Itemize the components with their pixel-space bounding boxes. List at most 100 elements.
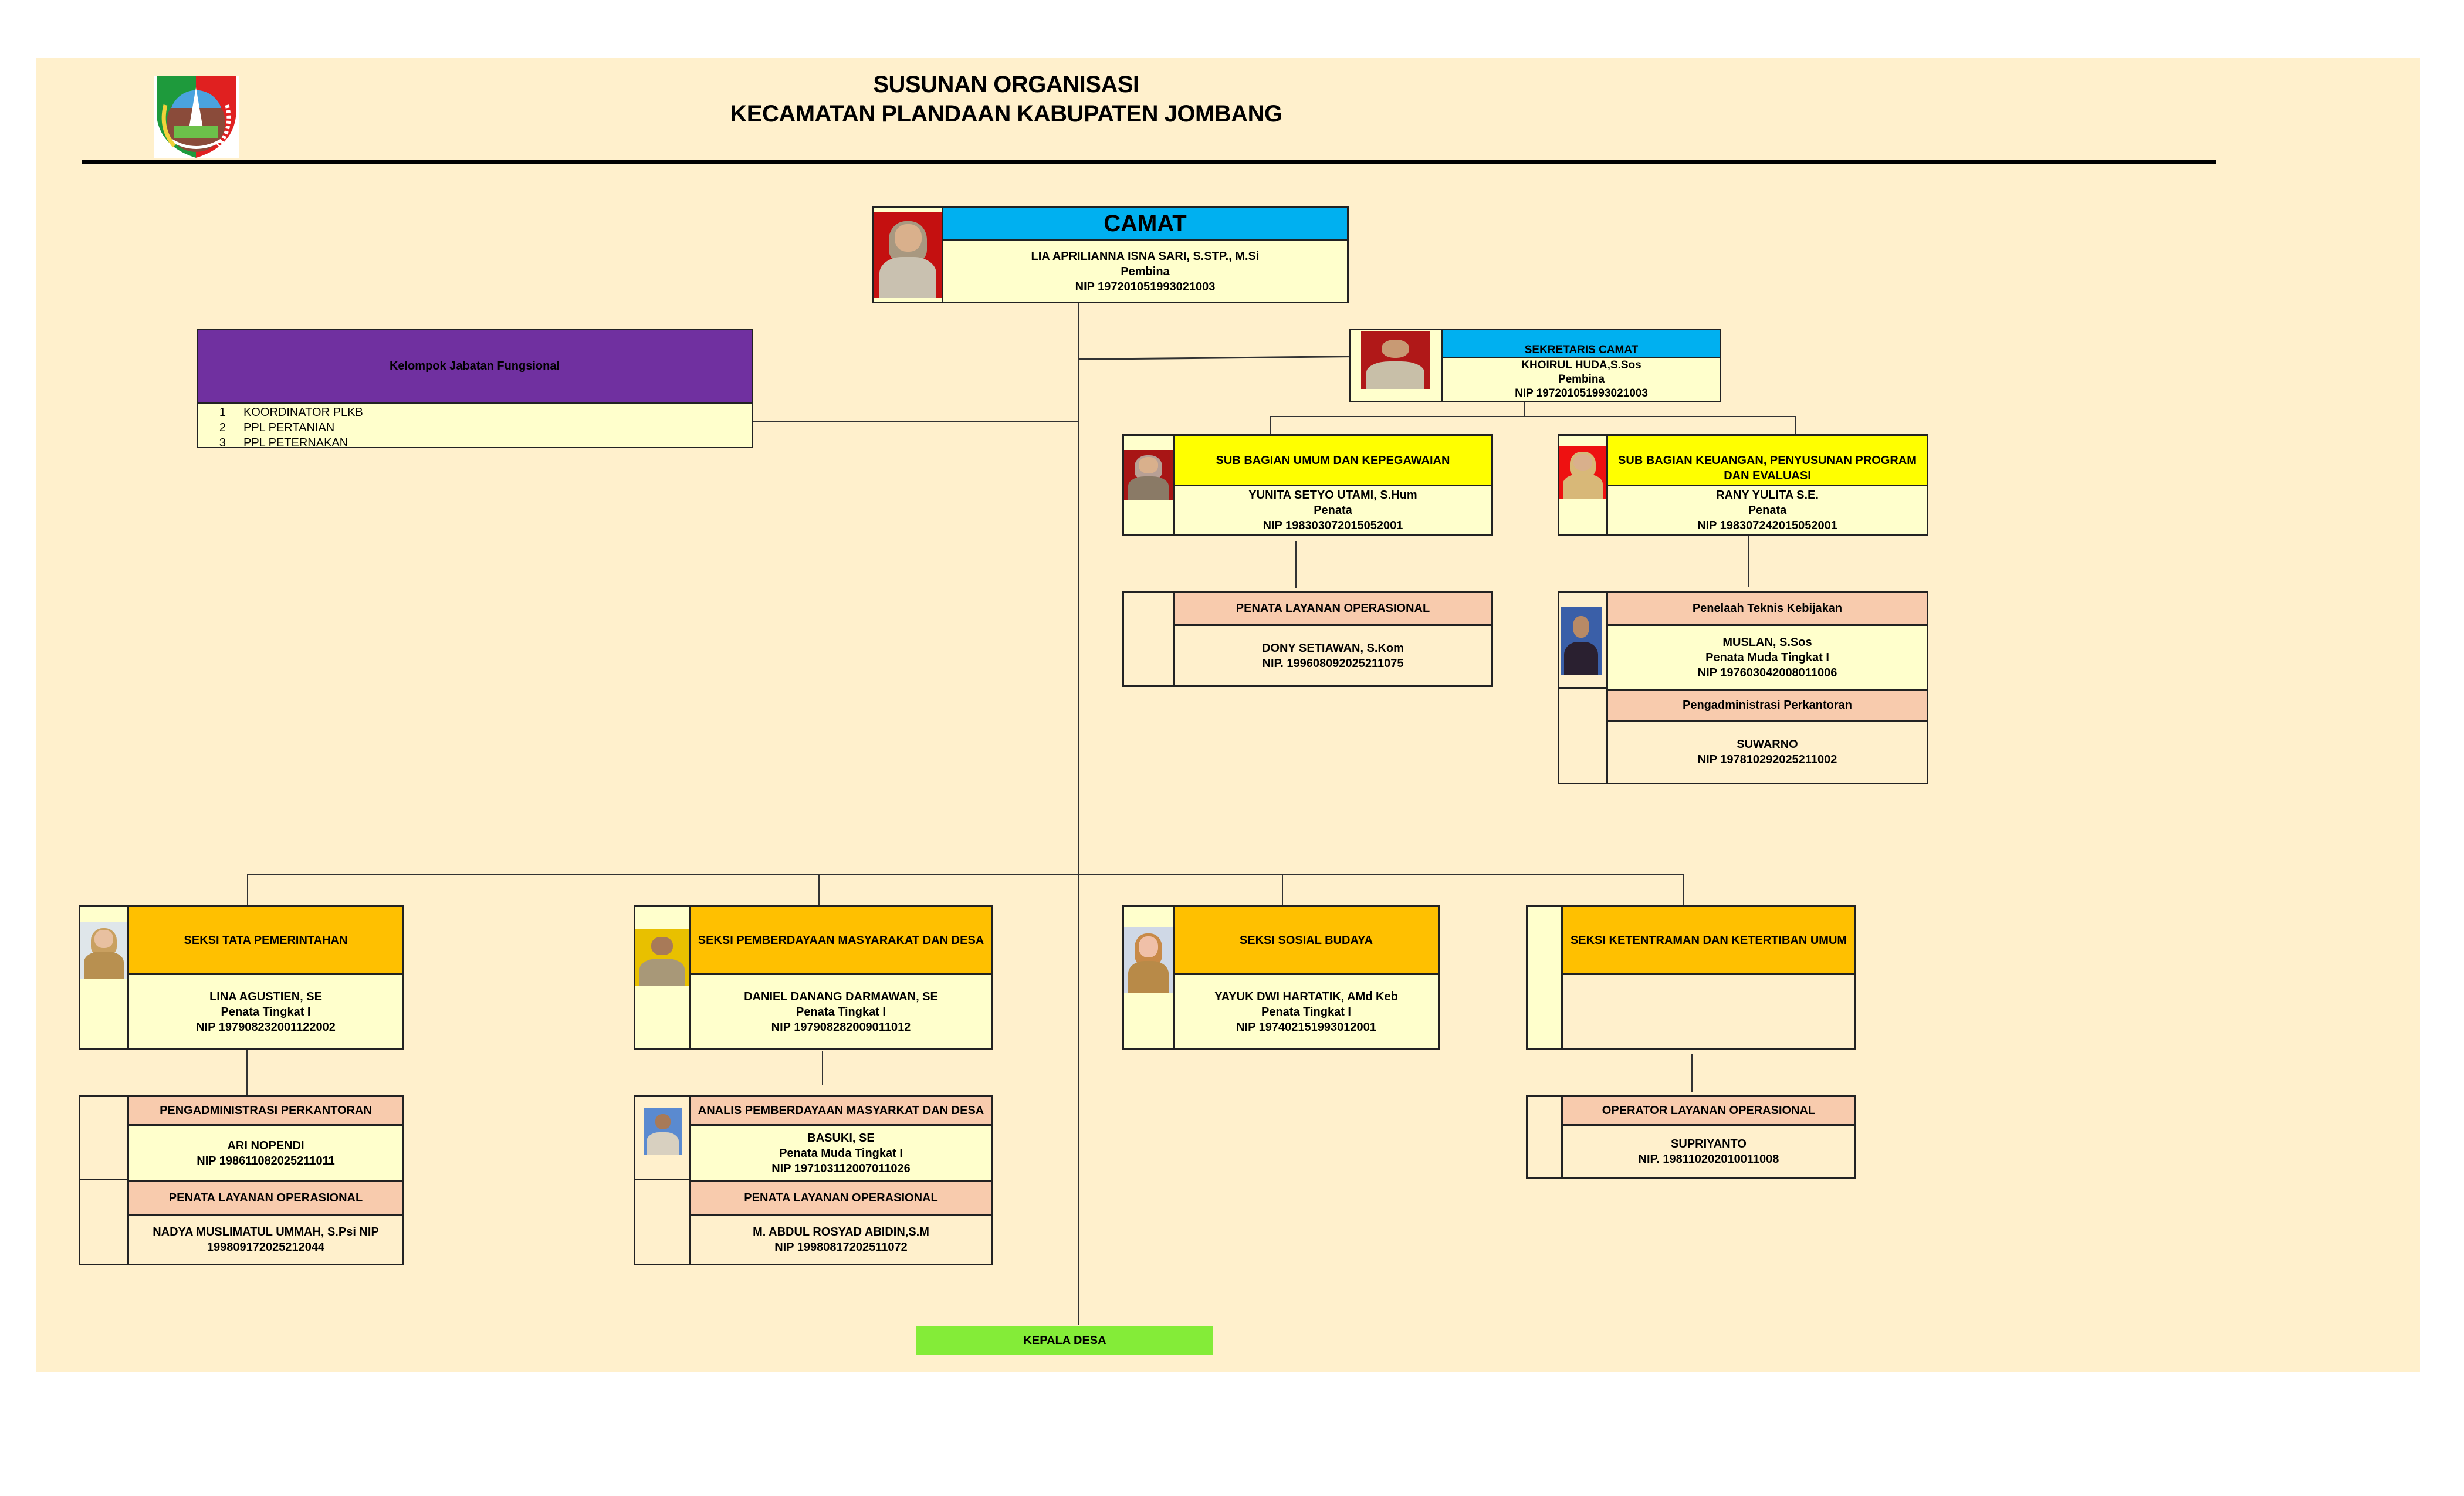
connector-trantib-staff <box>1691 1054 1693 1092</box>
seksi-sosial-box: SEKSI SOSIAL BUDAYA YAYUK DWI HARTATIK, … <box>1122 905 1440 1050</box>
subbag-keuangan-rank: Penata <box>1748 504 1787 517</box>
camat-photo <box>874 212 942 298</box>
seksi-tata-box: SEKSI TATA PEMERINTAHAN LINA AGUSTIEN, S… <box>79 905 404 1050</box>
pmd-staff1-rank: Penata Muda Tingkat I <box>779 1146 903 1160</box>
connector-seksi-pmd <box>818 874 820 905</box>
sekretaris-photo <box>1361 331 1430 389</box>
seksi-tata-photo <box>80 922 127 979</box>
sekretaris-rank: Pembina <box>1558 373 1605 385</box>
umum-staff-title: PENATA LAYANAN OPERASIONAL <box>1175 593 1491 624</box>
subbag-keuangan-nip: NIP 198307242015052001 <box>1697 519 1837 532</box>
pmd-staff2-title: PENATA LAYANAN OPERASIONAL <box>691 1180 991 1214</box>
keuangan-staff-box: Penelaah Teknis Kebijakan MUSLAN, S.Sos … <box>1558 591 1928 784</box>
connector-seksi-sosial <box>1282 874 1283 905</box>
umum-staff-name: DONY SETIAWAN, S.Kom <box>1262 641 1404 655</box>
seksi-sosial-name: YAYUK DWI HARTATIK, AMd Keb <box>1214 990 1398 1003</box>
connector-subbag-horizontal <box>1270 416 1795 417</box>
tata-staff2-name: NADYA MUSLIMATUL UMMAH, S.Psi NIP <box>153 1226 379 1238</box>
seksi-tata-rank: Penata Tingkat I <box>221 1005 311 1018</box>
connector-seksi-tata <box>247 874 248 905</box>
seksi-sosial-rank: Penata Tingkat I <box>1261 1005 1351 1018</box>
seksi-tata-name: LINA AGUSTIEN, SE <box>209 990 322 1003</box>
seksi-sosial-photo <box>1124 927 1173 993</box>
subbag-umum-rank: Penata <box>1314 504 1352 517</box>
connector-sekretaris-down <box>1524 402 1525 417</box>
trantib-staff-name: SUPRIYANTO <box>1671 1137 1747 1150</box>
connector-seksi-trantib <box>1683 874 1684 905</box>
tata-staff-box: PENGADMINISTRASI PERKANTORAN ARI NOPENDI… <box>79 1095 404 1265</box>
trantib-staff-title: OPERATOR LAYANAN OPERASIONAL <box>1563 1097 1854 1124</box>
tata-staff1-nip: NIP 198611082025211011 <box>197 1154 335 1167</box>
sekretaris-title: SEKRETARIS CAMAT <box>1443 330 1720 357</box>
keuangan-staff1-name: MUSLAN, S.Sos <box>1722 635 1812 649</box>
seksi-sosial-title: SEKSI SOSIAL BUDAYA <box>1175 907 1438 973</box>
subbag-keuangan-title: SUB BAGIAN KEUANGAN, PENYUSUNAN PROGRAM … <box>1608 436 1927 485</box>
keuangan-staff1-nip: NIP 197603042008011006 <box>1697 666 1837 679</box>
kepala-desa-box: KEPALA DESA <box>916 1326 1213 1355</box>
subbag-keuangan-name: RANY YULITA S.E. <box>1716 489 1819 502</box>
pmd-staff1-name: BASUKI, SE <box>807 1131 875 1145</box>
connector-main-vertical <box>1078 303 1079 1325</box>
subbag-umum-nip: NIP 198303072015052001 <box>1263 519 1403 532</box>
sekretaris-name: KHOIRUL HUDA,S.Sos <box>1521 359 1641 371</box>
tata-staff2-title: PENATA LAYANAN OPERASIONAL <box>129 1180 402 1214</box>
seksi-pmd-rank: Penata Tingkat I <box>796 1005 886 1018</box>
pmd-staff1-nip: NIP 197103112007011026 <box>771 1162 911 1175</box>
connector-subbag-keuangan <box>1795 416 1796 434</box>
keuangan-staff1-title: Penelaah Teknis Kebijakan <box>1608 593 1927 624</box>
seksi-tata-nip: NIP 197908232001122002 <box>196 1020 336 1034</box>
keuangan-staff2-title: Pengadministrasi Perkantoran <box>1608 689 1927 720</box>
umum-staff-nip: NIP. 199608092025211075 <box>1262 656 1404 670</box>
seksi-sosial-nip: NIP 197402151993012001 <box>1236 1020 1376 1034</box>
camat-title: CAMAT <box>943 208 1347 239</box>
tata-staff2-nip: 199809172025212044 <box>207 1241 325 1254</box>
camat-rank: Pembina <box>1121 265 1170 278</box>
seksi-pmd-nip: NIP 197908282009011012 <box>771 1020 911 1034</box>
seksi-trantib-box: SEKSI KETENTRAMAN DAN KETERTIBAN UMUM <box>1526 905 1856 1050</box>
seksi-pmd-title: SEKSI PEMBERDAYAAN MASYARAKAT DAN DESA <box>691 907 991 973</box>
keuangan-staff1-rank: Penata Muda Tingkat I <box>1705 651 1829 664</box>
seksi-tata-title: SEKSI TATA PEMERINTAHAN <box>129 907 402 973</box>
camat-name: LIA APRILIANNA ISNA SARI, S.STP., M.Si <box>1031 249 1260 263</box>
umum-staff-box: PENATA LAYANAN OPERASIONAL DONY SETIAWAN… <box>1122 591 1493 687</box>
keuangan-staff2-nip: NIP 197810292025211002 <box>1697 753 1837 766</box>
seksi-pmd-box: SEKSI PEMBERDAYAAN MASYARAKAT DAN DESA D… <box>634 905 993 1050</box>
keuangan-staff-photo <box>1561 607 1602 675</box>
connector-seksi-horizontal <box>247 874 1683 875</box>
pmd-staff1-title: ANALIS PEMBERDAYAAN MASYARKAT DAN DESA <box>691 1097 991 1124</box>
seksi-pmd-photo <box>635 929 689 986</box>
pmd-staff2-name: M. ABDUL ROSYAD ABIDIN,S.M <box>753 1226 929 1238</box>
fungsional-title: Kelompok Jabatan Fungsional <box>198 330 752 404</box>
tata-staff1-name: ARI NOPENDI <box>227 1139 304 1152</box>
header-divider <box>82 160 2216 164</box>
connector-to-fungsional <box>753 421 1078 422</box>
subbag-keuangan-photo <box>1559 446 1606 499</box>
trantib-staff-nip: NIP. 198110202010011008 <box>1638 1152 1779 1166</box>
connector-pmd-staff <box>822 1051 823 1085</box>
connector-umum-staff <box>1295 541 1297 588</box>
keuangan-staff2-name: SUWARNO <box>1737 738 1798 751</box>
seksi-trantib-title: SEKSI KETENTRAMAN DAN KETERTIBAN UMUM <box>1563 907 1854 973</box>
sekretaris-box: SEKRETARIS CAMAT KHOIRUL HUDA,S.Sos Pemb… <box>1349 329 1721 402</box>
subbag-umum-title: SUB BAGIAN UMUM DAN KEPEGAWAIAN <box>1175 436 1491 485</box>
subbag-umum-name: YUNITA SETYO UTAMI, S.Hum <box>1248 489 1417 502</box>
sekretaris-nip: NIP 197201051993021003 <box>1515 387 1648 400</box>
connector-subbag-umum <box>1270 416 1271 434</box>
pmd-staff2-nip: NIP 19980817202511072 <box>774 1241 908 1254</box>
subbag-umum-photo <box>1124 450 1173 500</box>
camat-nip: NIP 197201051993021003 <box>1075 280 1216 293</box>
tata-staff1-title: PENGADMINISTRASI PERKANTORAN <box>129 1097 402 1124</box>
camat-box: CAMAT LIA APRILIANNA ISNA SARI, S.STP., … <box>872 206 1349 303</box>
pmd-staff-box: ANALIS PEMBERDAYAAN MASYARKAT DAN DESA B… <box>634 1095 993 1265</box>
connector-tata-staff <box>246 1050 248 1095</box>
pmd-staff-photo <box>644 1108 682 1155</box>
kabupaten-jombang-logo <box>154 76 239 158</box>
chart-title-line2: KECAMATAN PLANDAAN KABUPATEN JOMBANG <box>730 101 1282 127</box>
seksi-trantib-vacant <box>1563 973 1854 1048</box>
subbag-keuangan-box: SUB BAGIAN KEUANGAN, PENYUSUNAN PROGRAM … <box>1558 434 1928 536</box>
seksi-pmd-name: DANIEL DANANG DARMAWAN, SE <box>744 990 938 1003</box>
